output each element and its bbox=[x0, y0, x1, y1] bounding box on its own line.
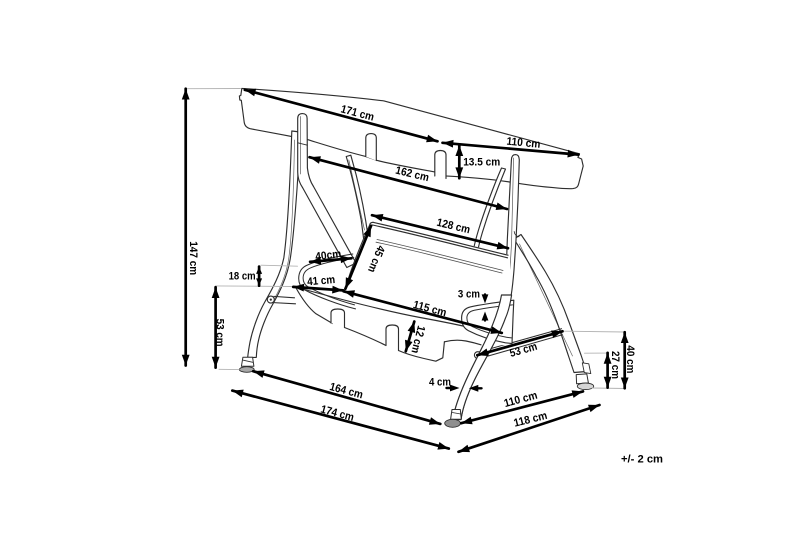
svg-text:18 cm: 18 cm bbox=[229, 270, 256, 282]
svg-text:13.5 cm: 13.5 cm bbox=[463, 156, 500, 168]
svg-text:27 cm: 27 cm bbox=[609, 351, 621, 379]
svg-text:147 cm: 147 cm bbox=[187, 241, 199, 275]
svg-text:40 cm: 40 cm bbox=[624, 345, 636, 373]
svg-text:53 cm: 53 cm bbox=[214, 319, 226, 347]
svg-text:41 cm: 41 cm bbox=[307, 274, 336, 288]
svg-text:3 cm: 3 cm bbox=[458, 289, 480, 301]
svg-text:4 cm: 4 cm bbox=[429, 377, 451, 389]
svg-text:+/- 2 cm: +/- 2 cm bbox=[621, 453, 663, 465]
